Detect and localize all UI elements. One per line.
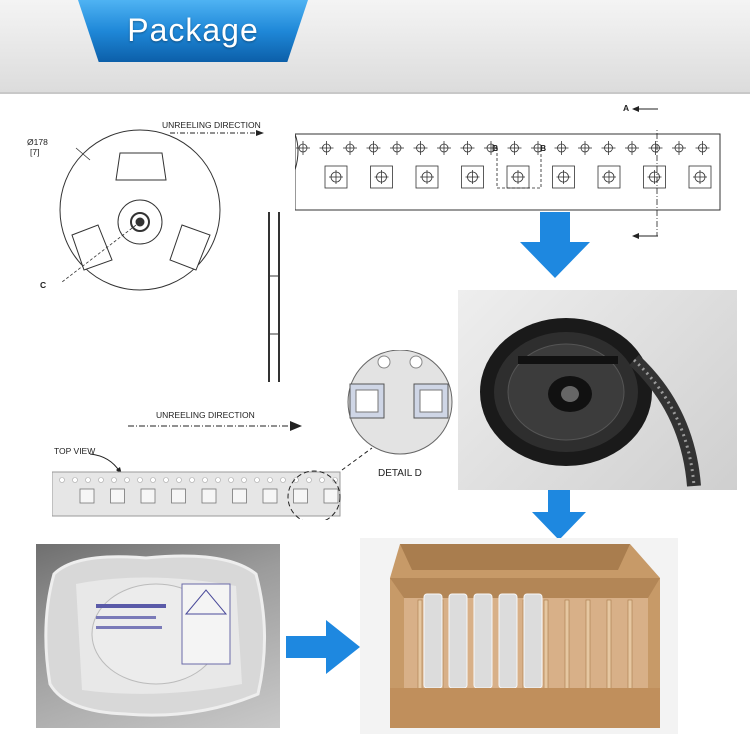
sprocket-hole (72, 477, 78, 483)
sprocket-hole (241, 477, 247, 483)
page-title: Package (127, 12, 259, 48)
header-divider (0, 92, 750, 94)
top-view-label: TOP VIEW (54, 446, 96, 456)
box-divider (606, 599, 612, 691)
detail-d-drawing (341, 350, 453, 471)
box-divider (627, 599, 633, 691)
sprocket-hole (306, 477, 312, 483)
packed-bag (523, 593, 543, 689)
box-divider (417, 599, 423, 691)
flow-arrow-down-2 (532, 490, 586, 540)
detail-d-label: DETAIL D (378, 468, 422, 479)
tape-pocket (79, 488, 95, 504)
sprocket-hole (85, 477, 91, 483)
reel-outline (59, 129, 221, 291)
tape-pocket (323, 488, 339, 504)
unreeling-arrow-bottom (128, 421, 302, 431)
tape-pocket (262, 488, 278, 504)
flow-arrow-down-1 (520, 212, 590, 278)
unreeling-direction-top: UNREELING DIRECTION (162, 120, 261, 130)
tape-strip-top (295, 130, 721, 236)
sprocket-hole (254, 477, 260, 483)
tape-strip-bottom (52, 470, 341, 520)
tape-pocket (140, 488, 156, 504)
sprocket-hole (267, 477, 273, 483)
header-tab (78, 0, 308, 62)
reel-diameter-label: Ø178 (27, 137, 48, 147)
packed-bag (448, 593, 468, 689)
box-divider (564, 599, 570, 691)
reel-drawing (59, 129, 221, 291)
sprocket-hole (215, 477, 221, 483)
unreeling-arrow-top (170, 130, 264, 136)
callout-c-label: C (40, 280, 47, 290)
sprocket-hole (111, 477, 117, 483)
packed-bag (473, 593, 493, 689)
sprocket-hole (189, 477, 195, 483)
bag-photo (36, 544, 280, 728)
sprocket-hole (163, 477, 169, 483)
sprocket-hole (319, 477, 325, 483)
section-a-label: A (623, 103, 630, 113)
tape-pocket (171, 488, 186, 504)
sprocket-hole (202, 477, 208, 483)
reel-photo (458, 290, 737, 490)
callout-c-leader (61, 221, 141, 283)
sprocket-hole (293, 477, 299, 483)
sprocket-hole (150, 477, 156, 483)
sprocket-hole (137, 477, 143, 483)
section-b-left: B (492, 143, 499, 153)
sprocket-hole (280, 477, 286, 483)
tape-pocket (110, 488, 125, 504)
packed-bag (423, 593, 443, 689)
sprocket-hole (59, 477, 65, 483)
section-a-arrow (632, 106, 658, 112)
tape-pocket (201, 488, 217, 504)
sprocket-hole (228, 477, 234, 483)
box-divider (543, 599, 549, 691)
packed-bag (498, 593, 518, 689)
box-photo (360, 538, 678, 734)
tape-pocket (232, 488, 247, 504)
reel-diameter-inch-label: [7] (30, 147, 40, 157)
sprocket-hole (176, 477, 182, 483)
diameter-leader (75, 147, 91, 161)
section-b-right: B (540, 143, 547, 153)
box-divider (585, 599, 591, 691)
unreeling-direction-bottom: UNREELING DIRECTION (156, 410, 255, 420)
flow-arrow-right (286, 620, 360, 674)
tape-pocket (293, 488, 308, 504)
sprocket-hole (98, 477, 104, 483)
section-a-arrow-bottom (632, 233, 658, 239)
sprocket-hole (124, 477, 130, 483)
tape-side-view (268, 212, 280, 382)
